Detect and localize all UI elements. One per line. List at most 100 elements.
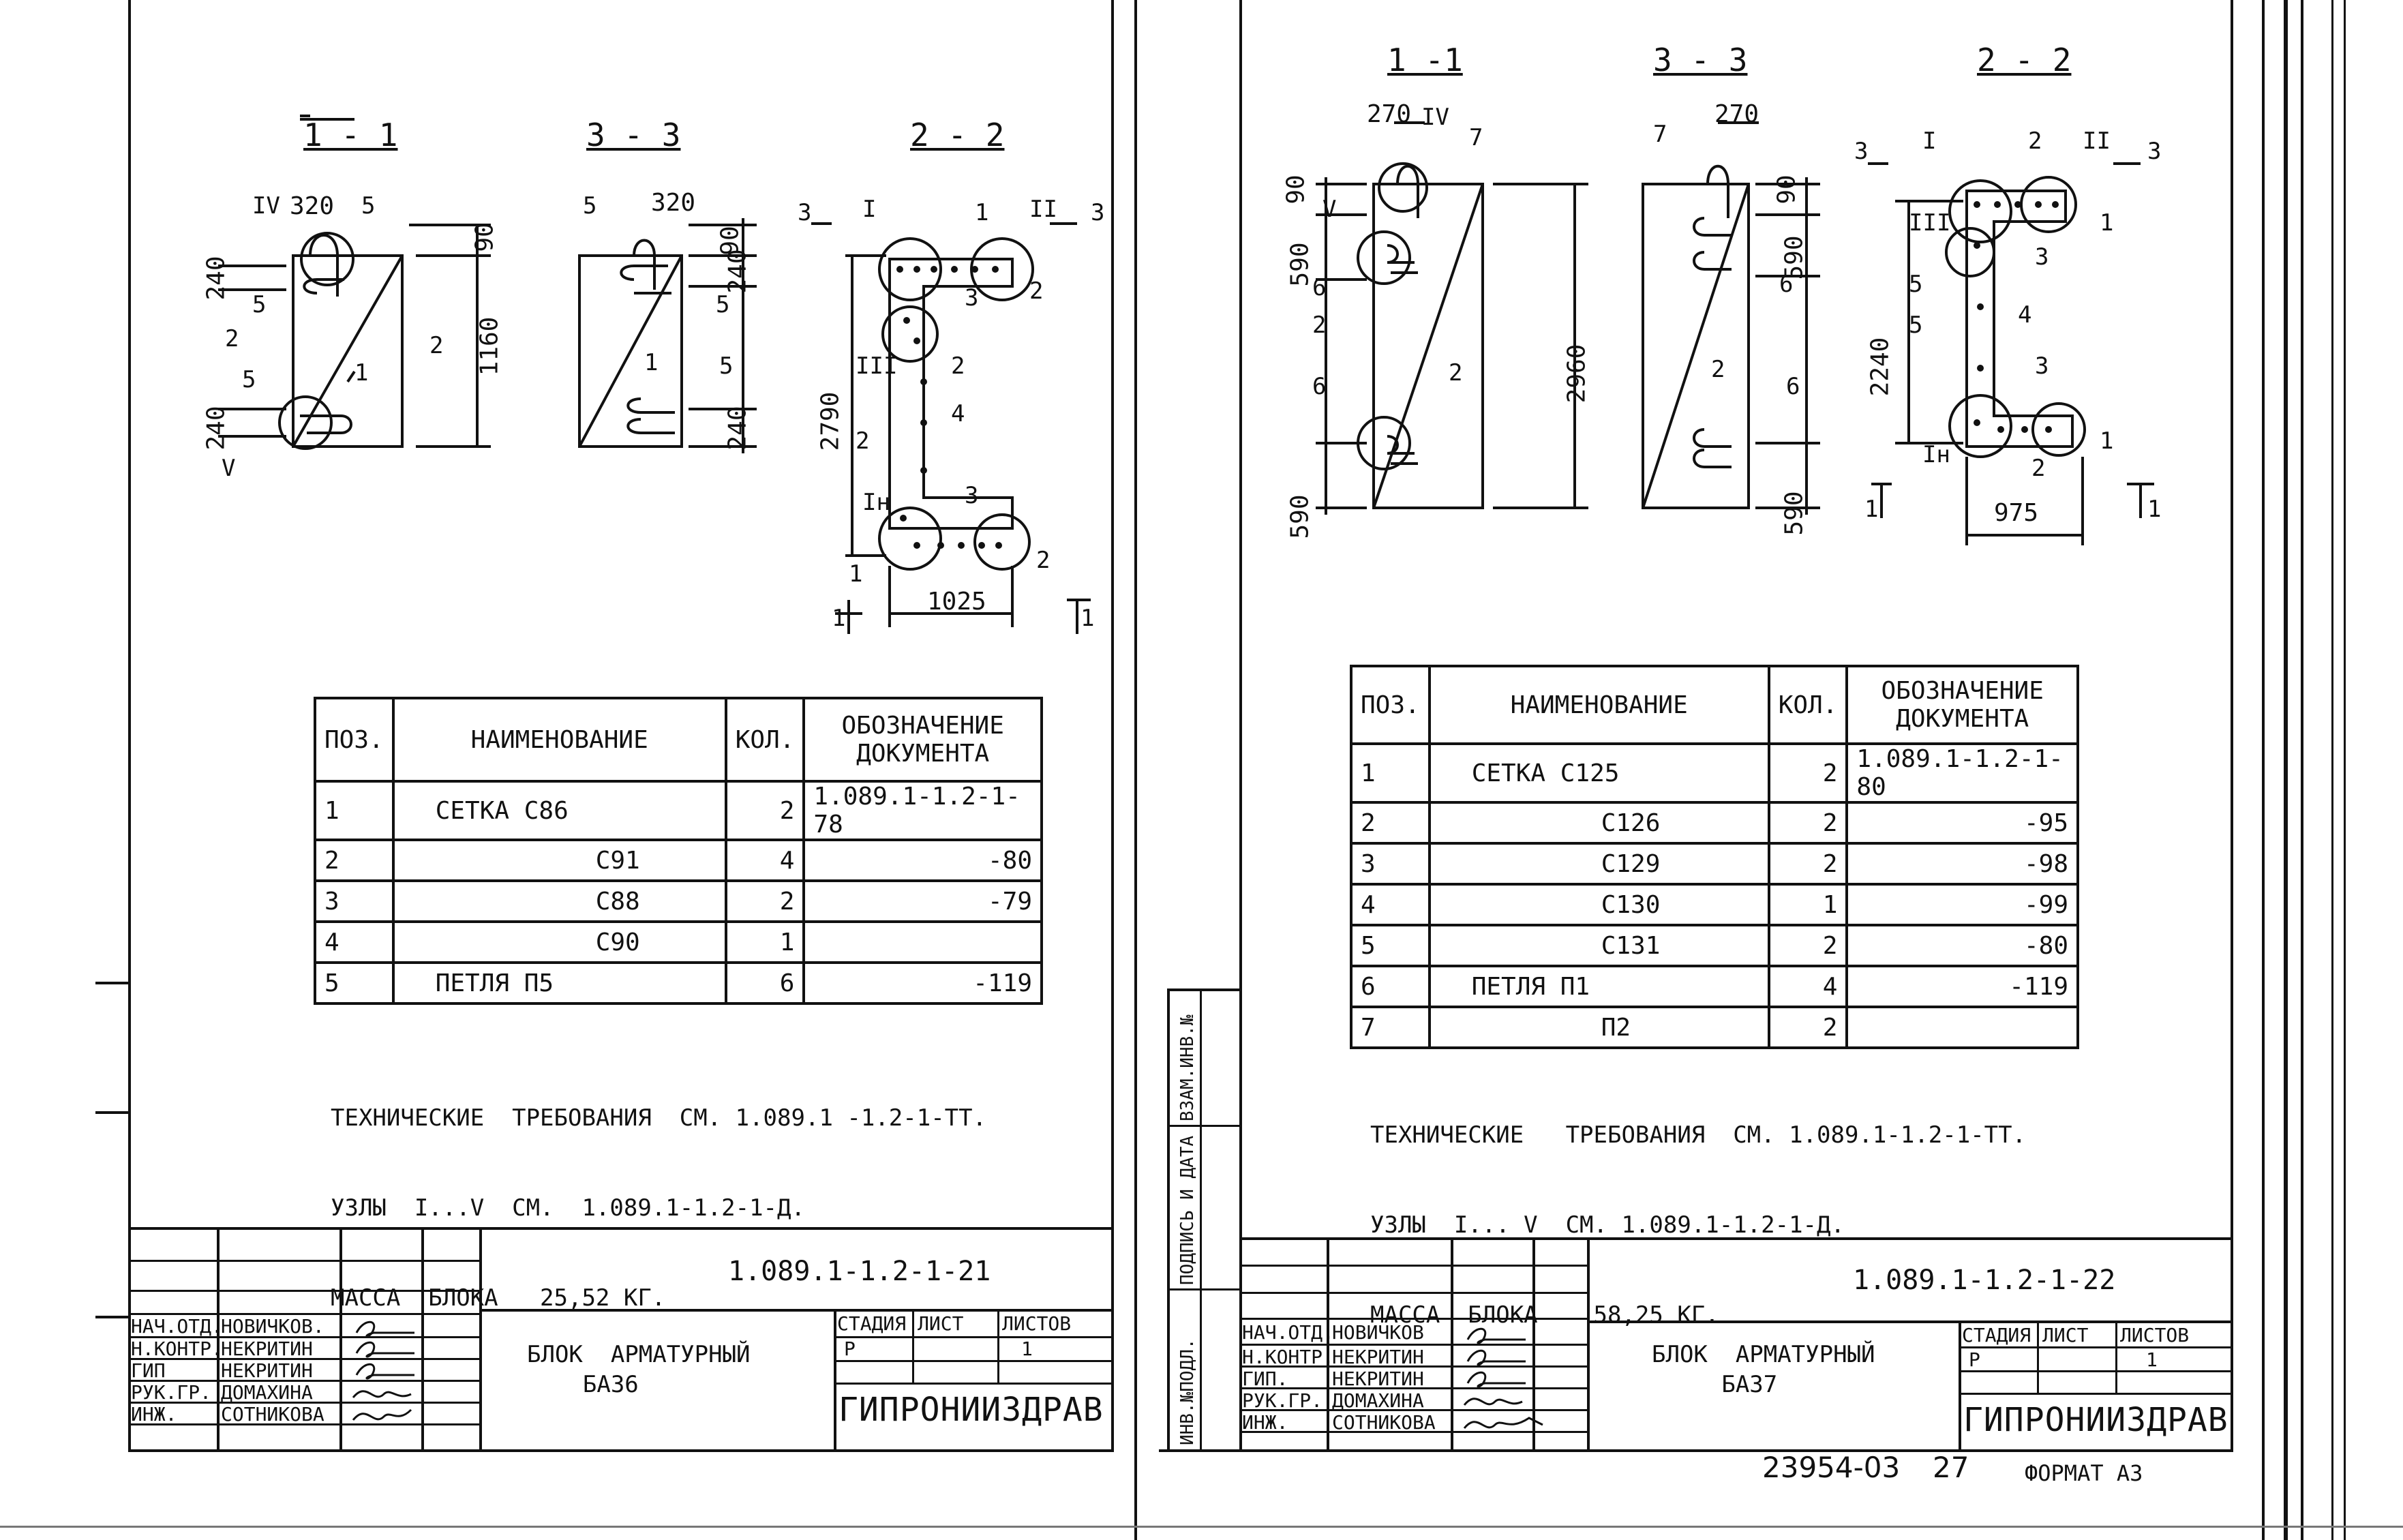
right-role-1: Н.КОНТР. (1242, 1346, 1334, 1368)
table-row: 5 С131 2 -80 (1350, 924, 2079, 967)
table-row: 6 ПЕТЛЯ П1 4 -119 (1350, 965, 2079, 1008)
right-pos-7b: 7 (1653, 121, 1667, 148)
right-section-1-1: 1 -1 (1387, 42, 1463, 78)
right-doc-code: 1.089.1-1.2-1-22 (1853, 1265, 2116, 1296)
right-person-0: НОВИЧКОВ (1332, 1321, 1424, 1344)
right-dim-975: 975 (1994, 499, 2039, 527)
left-frame-left (128, 0, 131, 1452)
table-row: 4 С130 1 -99 (1350, 883, 2079, 926)
left-role-3: РУК.ГР. (131, 1381, 212, 1404)
page-number: 27 (1933, 1451, 1969, 1484)
right-dim-2240: 2240 (1866, 337, 1894, 397)
cell-pos: 1 (1350, 742, 1431, 804)
table-header-row: ПОЗ. НАИМЕНОВАНИЕ КОЛ. ОБОЗНАЧЕНИЕ ДОКУМ… (314, 697, 1043, 783)
right-pos-3b: 3 (2035, 352, 2049, 380)
left-dim-320b: 320 (651, 189, 696, 217)
right-note-line2: УЗЛЫ I... V СМ. 1.089.1-1.2-1-Д. (1370, 1211, 1845, 1239)
cell-qty: 6 (724, 961, 806, 1005)
right-note-line3: МАССА БЛОКА 58,25 КГ. (1370, 1301, 1719, 1329)
left-note-line3: МАССА БЛОКА 25,52 КГ. (331, 1284, 666, 1312)
left-sheets-value: 1 (1021, 1338, 1033, 1360)
cell-name: С131 (1427, 924, 1770, 967)
left-stage-label: СТАДИЯ (837, 1312, 907, 1335)
right-pos-4: 4 (2018, 301, 2032, 329)
right-person-3: ДОМАХИНА (1332, 1389, 1424, 1412)
left-pos-5c: 5 (242, 366, 256, 393)
left-spec-table: ПОЗ. НАИМЕНОВАНИЕ КОЛ. ОБОЗНАЧЕНИЕ ДОКУМ… (314, 697, 1043, 1005)
left-doc-code: 1.089.1-1.2-1-21 (728, 1256, 991, 1287)
left-edge-tick2 (95, 1111, 130, 1114)
right-frame-left (1239, 0, 1242, 1452)
left-pos-5b: 5 (252, 291, 267, 318)
cell-qty: 2 (1767, 1006, 1849, 1049)
right-person-2: НЕКРИТИН (1332, 1368, 1424, 1390)
left-pos-1b: 1 (644, 349, 659, 376)
left-pos-1a: 1 (354, 359, 369, 387)
right-stage-value: Р (1969, 1348, 1980, 1371)
cell-pos: 5 (314, 961, 395, 1005)
right-pos-5a: 5 (1909, 271, 1923, 298)
left-dim-240a: 240 (202, 256, 230, 301)
right-node-II: II (2083, 127, 2111, 155)
left-person-3: ДОМАХИНА (221, 1381, 313, 1404)
right-node-III: III (1909, 209, 1951, 237)
left-node-III: III (856, 352, 898, 380)
side-stamp-strip (1167, 988, 1239, 1452)
th-qty: КОЛ. (1767, 665, 1849, 745)
left-stage-value: Р (844, 1338, 856, 1360)
cell-name: С126 (1427, 801, 1770, 845)
cell-doc: -119 (1845, 965, 2079, 1008)
right-title-block: 1.089.1-1.2-1-22 БЛОК АРМАТУРНЫЙ БА37 СТ… (1239, 1237, 2233, 1452)
right-sheets-value: 1 (2146, 1348, 2158, 1371)
left-note-line1: ТЕХНИЧЕСКИЕ ТРЕБОВАНИЯ СМ. 1.089.1 -1.2-… (331, 1104, 987, 1132)
left-pos-3b: 3 (965, 482, 979, 509)
left-role-0: НАЧ.ОТД. (131, 1315, 223, 1338)
left-arrow-1a: 1 (832, 605, 846, 632)
right-node-IV: IV (1421, 104, 1449, 131)
side-label-sign: ПОДПИСЬ И ДАТА (1177, 1135, 1198, 1285)
cell-doc (802, 920, 1043, 964)
side-label-vzam: ВЗАМ.ИНВ.№ (1177, 1014, 1198, 1121)
cell-doc (1845, 1006, 2079, 1049)
cell-qty: 1 (1767, 883, 1849, 926)
cell-qty: 2 (1767, 801, 1849, 845)
cell-qty: 2 (1767, 742, 1849, 804)
right-sheets-label: ЛИСТОВ (2120, 1324, 2190, 1346)
left-title-block: 1.089.1-1.2-1-21 БЛОК АРМАТУРНЫЙ БА36 СТ… (128, 1227, 1114, 1452)
left-role-1: Н.КОНТР. (131, 1338, 223, 1360)
left-pos-5a: 5 (361, 192, 376, 220)
right-role-3: РУК.ГР. (1242, 1389, 1323, 1412)
cell-doc: -95 (1845, 801, 2079, 845)
right-pos-5b: 5 (1909, 312, 1923, 339)
right-person-4: СОТНИКОВА (1332, 1411, 1436, 1434)
table-row: 3 С88 2 -79 (314, 879, 1043, 923)
right-pos-6a: 6 (1312, 274, 1327, 301)
left-dim-240d: 240 (723, 406, 752, 451)
left-dim-2790: 2790 (816, 391, 845, 451)
left-edge-tick1 (95, 982, 130, 984)
cell-qty: 4 (1767, 965, 1849, 1008)
table-row: 3 С129 2 -98 (1350, 842, 2079, 886)
right-node-V: V (1323, 196, 1337, 223)
left-arrow-3a: 3 (798, 199, 812, 226)
cell-pos: 4 (1350, 883, 1431, 926)
right-note-line1: ТЕХНИЧЕСКИЕ ТРЕБОВАНИЯ СМ. 1.089.1-1.2-1… (1370, 1121, 2027, 1149)
left-pos-1d: 1 (849, 560, 863, 588)
cell-pos: 6 (1350, 965, 1431, 1008)
edge-stripe-5 (2344, 0, 2346, 1540)
left-sheet-label: ЛИСТ (918, 1312, 964, 1335)
left-role-2: ГИП (131, 1359, 166, 1382)
left-pos-5f: 5 (719, 352, 734, 380)
cell-qty: 2 (1767, 842, 1849, 886)
right-sheet-label: ЛИСТ (2042, 1324, 2089, 1346)
left-node-II: II (1029, 196, 1057, 223)
right-pos-2a: 2 (1449, 359, 1463, 387)
right-pos-6b: 6 (1312, 373, 1327, 400)
right-arrow-1b: 1 (2147, 496, 2162, 523)
right-node-In: Iн (1922, 441, 1950, 468)
cell-name: С88 (391, 879, 727, 923)
left-section-1-1: 1 - 1 (303, 117, 398, 153)
right-dim-590a: 590 (1286, 242, 1314, 287)
cell-pos: 2 (314, 839, 395, 882)
cell-doc: 1.089.1-1.2-1-80 (1845, 742, 2079, 804)
